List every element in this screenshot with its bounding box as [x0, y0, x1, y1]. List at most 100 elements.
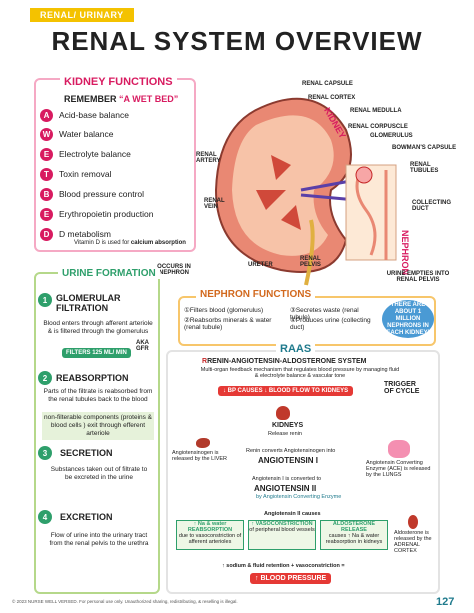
copyright: © 2023 NURSE WELL VERSED. For personal u…: [12, 599, 238, 604]
nephron-panel: [345, 164, 397, 261]
letter-badge: E: [40, 147, 53, 161]
label-renal-medulla: RENAL MEDULLA: [350, 108, 402, 114]
effect-title: ↑ Na & water REABSORPTION: [187, 521, 233, 533]
effect-text: causes ↑ Na & water reabsorption in kidn…: [325, 533, 383, 545]
kidney-function-item: D D metabolism: [40, 227, 111, 241]
raas-subtitle-text: RENIN-ANGIOTENSIN-ALDOSTERONE SYSTEM: [207, 358, 367, 365]
vitamin-d-note: Vitamin D is used for calcium absorption: [74, 240, 186, 246]
kidney-function-text: Acid-base balance: [59, 110, 129, 120]
renin-converts: Renin converts Angiotensinogen into: [246, 448, 336, 454]
raas-description: Multi-organ feedback mechanism that regu…: [200, 367, 400, 379]
release-renin: Release renin: [268, 431, 302, 437]
label-renal-cortex: RENAL CORTEX: [308, 95, 356, 101]
effect-title: ↑ VASOCONSTRICTION: [251, 521, 313, 527]
kidney-function-item: W Water balance: [40, 127, 114, 141]
page-title: RENAL SYSTEM OVERVIEW: [51, 26, 423, 56]
renal-pyramids: [256, 155, 301, 230]
note-bold: calcium absorption: [130, 240, 186, 246]
nephron-tubule: [355, 169, 388, 260]
step-heading: SECRETION: [60, 448, 113, 458]
remember-label: REMEMBER: [64, 94, 117, 104]
angiotensin-2: ANGIOTENSIN II: [254, 484, 317, 493]
step-text: Flow of urine into the urinary tract fro…: [49, 532, 149, 547]
label-collecting-duct: COLLECTING DUCT: [412, 200, 451, 212]
aka-gfr: AKA GFR: [136, 340, 149, 352]
kidney-function-text: Blood pressure control: [59, 189, 145, 199]
kidney-function-item: A Acid-base balance: [40, 108, 129, 122]
nephron-function-item: ②Reabsorbs minerals & water (renal tubul…: [184, 317, 272, 331]
nephron-function-item: ①Filters blood (glomerulus): [184, 307, 264, 314]
label-bowmans-capsule: BOWMAN'S CAPSULE: [392, 145, 457, 151]
step-number: 1: [38, 293, 52, 307]
trigger-pill: ↓ BP CAUSES ↓ BLOOD FLOW TO KIDNEYS: [218, 386, 354, 396]
urine-formation-title: URINE FORMATION: [58, 268, 160, 279]
step-heading: EXCRETION: [60, 512, 113, 522]
kidney-cortex: [232, 115, 334, 256]
kidney-icon: [276, 406, 290, 420]
letter-badge: T: [40, 167, 53, 181]
raas-summary: ↑ sodium & fluid retention + vasoconstri…: [222, 563, 345, 569]
kidney-diagram: [214, 97, 397, 286]
section-tag: RENAL/ URINARY: [30, 8, 134, 22]
trigger-label: TRIGGER OF CYCLE: [384, 381, 420, 395]
label-glomerulus: GLOMERULUS: [370, 133, 413, 139]
glomerulus-shape: [355, 166, 373, 184]
step-heading: GLOMERULAR FILTRATION: [56, 293, 121, 313]
label-ureter: URETER: [248, 262, 273, 268]
step-text: Blood enters through afferent arteriole …: [43, 320, 153, 335]
blood-pressure-result: ↑ BLOOD PRESSURE: [250, 573, 332, 584]
letter-badge: A: [40, 108, 53, 122]
nephron-functions-title: NEPHRON FUNCTIONS: [196, 289, 316, 300]
step-subtext: non-filterable components (proteins & bl…: [42, 412, 154, 440]
effect-text: due to vasoconstriction of afferent arte…: [178, 533, 242, 545]
step-number: 2: [38, 371, 52, 385]
kidney-function-text: Electrolyte balance: [59, 149, 131, 159]
label-occurs-in-nephron: OCCURS IN NEPHRON: [157, 264, 191, 276]
raas-title: RAAS: [276, 343, 316, 355]
page-number: 127: [436, 596, 455, 608]
causes-label: Angiotensin II causes: [264, 511, 321, 517]
step-text: Substances taken out of filtrate to be e…: [50, 466, 148, 481]
label-renal-capsule: RENAL CAPSULE: [302, 81, 353, 87]
nephron-count-callout: THERE ARE ABOUT 1 MILLION NEPHRONS IN EA…: [382, 300, 434, 338]
mnemonic-text: “A WET BED”: [119, 94, 179, 104]
label-renal-tubules: RENAL TUBULES: [410, 162, 439, 174]
raas-subtitle-r: R: [202, 358, 208, 365]
liver-icon: [196, 438, 210, 448]
letter-badge: E: [40, 207, 53, 221]
letter-badge: D: [40, 227, 53, 241]
kidney-function-item: E Electrolyte balance: [40, 147, 131, 161]
ureter-line: [304, 219, 315, 286]
raas-subtitle: RRENIN-ANGIOTENSIN-ALDOSTERONE SYSTEM: [202, 358, 367, 365]
kidney-function-text: D metabolism: [59, 229, 111, 239]
by-ace: by Angiotensin Converting Enzyme: [256, 494, 342, 500]
kidney-function-text: Erythropoietin production: [59, 209, 154, 219]
kidney-function-text: Water balance: [59, 129, 114, 139]
step-heading: REABSORPTION: [56, 373, 129, 383]
ace-note: Angiotensin Converting Enzyme (ACE) is r…: [366, 460, 431, 478]
label-renal-pelvis: RENAL PELVIS: [300, 256, 321, 268]
adrenal-note: Aldosterone is released by the ADRENAL C…: [394, 530, 432, 554]
step-number: 3: [38, 446, 52, 460]
label-renal-corpuscle: RENAL CORPUSCLE: [348, 124, 408, 130]
effect-text: of peripheral blood vessels: [249, 527, 315, 533]
kidney-functions-title: KIDNEY FUNCTIONS: [60, 76, 177, 88]
note-text: Vitamin D is used for: [74, 240, 130, 246]
effect-title: ALDOSTERONE RELEASE: [332, 521, 376, 533]
angio1-converted: Angiotensin I is converted to: [252, 476, 322, 482]
lungs-icon: [388, 440, 410, 458]
nephron-function-item: ③Secretes waste (renal tubule): [290, 307, 359, 321]
kidney-function-item: E Erythropoietin production: [40, 207, 154, 221]
label-renal-artery: RENAL ARTERY: [196, 152, 221, 164]
nephron-function-item: ④Produces urine (collecting duct): [290, 317, 371, 331]
letter-badge: W: [40, 127, 53, 141]
angiotensinogen-note: Angiotensinogen is released by the LIVER: [172, 450, 228, 462]
mnemonic: REMEMBER “A WET BED”: [64, 94, 178, 104]
raas-kidneys: KIDNEYS: [272, 422, 304, 429]
step-number: 4: [38, 510, 52, 524]
